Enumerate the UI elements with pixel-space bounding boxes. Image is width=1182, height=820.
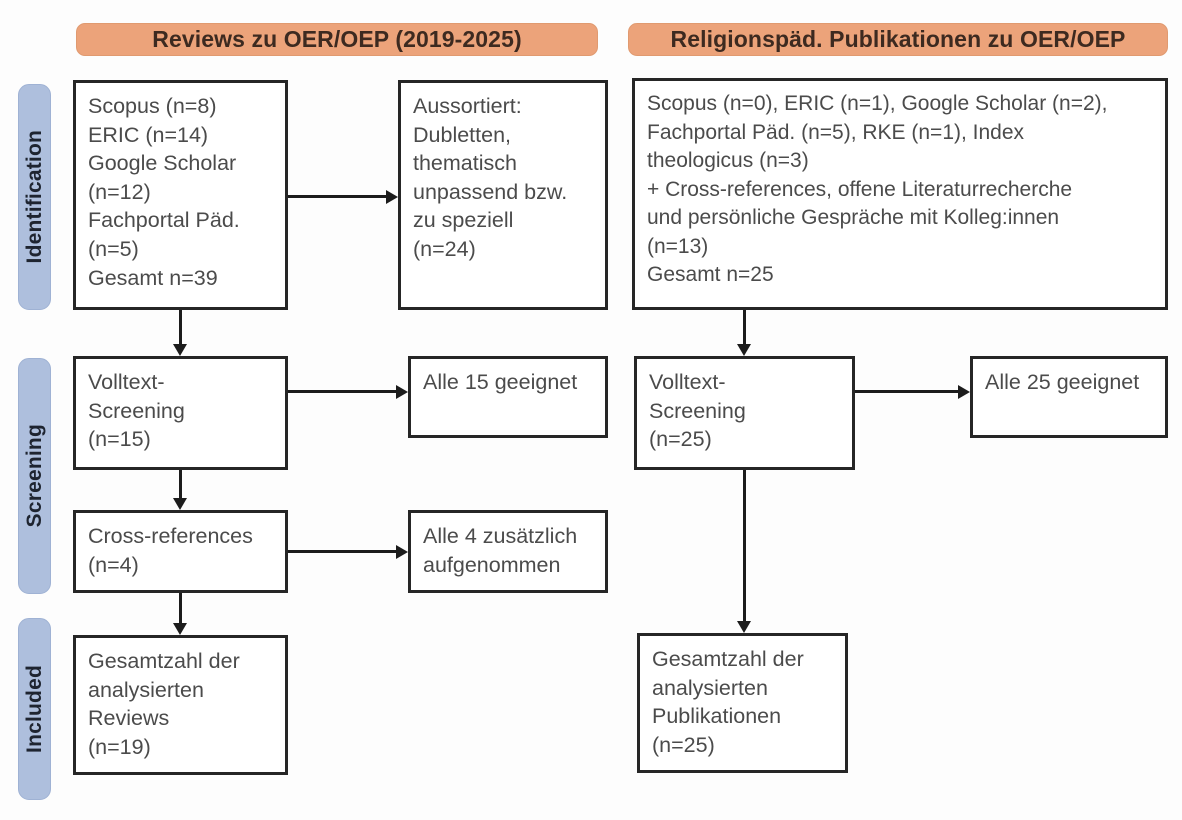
box-left-cross-references: Cross-references (n=4)	[73, 510, 288, 593]
connector-right-sources-to-screening	[743, 310, 746, 344]
arrowhead-right-screening-to-result	[958, 385, 970, 399]
connector-left-sources-to-screening	[179, 310, 182, 344]
box-left-cross-references-result: Alle 4 zusätzlich aufgenommen	[408, 510, 608, 593]
arrowhead-left-crossrefs-to-included	[173, 623, 187, 635]
arrowhead-right-sources-to-screening	[737, 344, 751, 356]
stage-label-identification: Identification	[18, 84, 51, 310]
column-header-right: Religionspäd. Publikationen zu OER/OEP	[628, 23, 1168, 56]
connector-left-screening-to-result	[288, 390, 396, 393]
arrowhead-right-screening-to-included	[737, 621, 751, 633]
arrowhead-left-crossrefs-to-result	[396, 545, 408, 559]
arrowhead-left-sources-to-excluded	[386, 190, 398, 204]
box-left-fulltext-result: Alle 15 geeignet	[408, 356, 608, 438]
arrowhead-left-screening-to-result	[396, 385, 408, 399]
box-left-included-total: Gesamtzahl der analysierten Reviews (n=1…	[73, 635, 288, 775]
connector-left-crossrefs-to-result	[288, 550, 396, 553]
stage-label-identification-text: Identification	[22, 130, 46, 264]
box-left-identification-sources: Scopus (n=8) ERIC (n=14) Google Scholar …	[73, 80, 288, 310]
box-right-fulltext-result: Alle 25 geeignet	[970, 356, 1168, 438]
stage-label-included-text: Included	[22, 665, 46, 753]
connector-left-screening-to-crossrefs	[179, 470, 182, 498]
box-right-fulltext-screening: Volltext- Screening (n=25)	[634, 356, 855, 470]
connector-right-screening-to-included	[743, 470, 746, 621]
connector-right-screening-to-result	[855, 390, 958, 393]
stage-label-screening-text: Screening	[22, 424, 46, 528]
connector-left-sources-to-excluded	[288, 195, 386, 198]
stage-label-included: Included	[18, 618, 51, 800]
arrowhead-left-sources-to-screening	[173, 344, 187, 356]
column-header-left: Reviews zu OER/OEP (2019-2025)	[76, 23, 598, 56]
stage-label-screening: Screening	[18, 358, 51, 594]
box-right-included-total: Gesamtzahl der analysierten Publikatione…	[637, 633, 848, 773]
box-right-identification-sources: Scopus (n=0), ERIC (n=1), Google Scholar…	[632, 78, 1168, 310]
arrowhead-left-screening-to-crossrefs	[173, 498, 187, 510]
connector-left-crossrefs-to-included	[179, 593, 182, 623]
box-left-fulltext-screening: Volltext- Screening (n=15)	[73, 356, 288, 470]
box-left-excluded: Aussortiert: Dubletten, thematisch unpas…	[398, 80, 608, 310]
